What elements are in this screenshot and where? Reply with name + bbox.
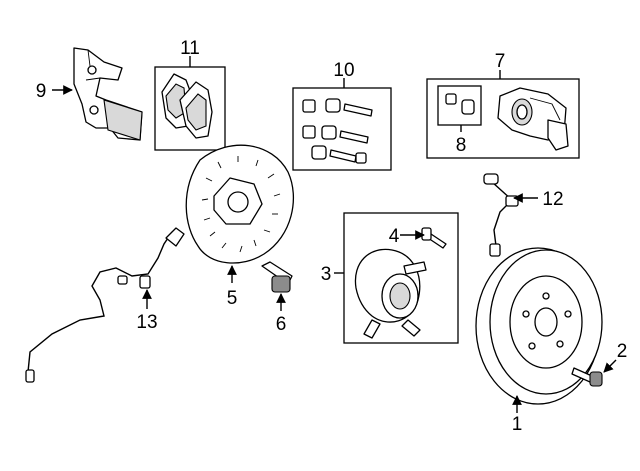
callout-11: 11 bbox=[180, 38, 200, 59]
callout-7: 7 bbox=[495, 51, 506, 72]
hardware-kit-part[interactable] bbox=[292, 87, 392, 171]
callout-4: 4 bbox=[389, 226, 400, 247]
brake-hose-part[interactable] bbox=[483, 173, 519, 257]
caliper-bolt-part[interactable] bbox=[261, 261, 293, 293]
callout-13: 13 bbox=[136, 312, 157, 333]
dust-shield-part[interactable] bbox=[185, 144, 295, 264]
callout-1: 1 bbox=[512, 414, 523, 435]
brake-caliper-part[interactable] bbox=[426, 78, 580, 159]
callout-10: 10 bbox=[333, 60, 354, 81]
callout-8: 8 bbox=[456, 135, 467, 156]
callout-9: 9 bbox=[36, 81, 47, 102]
callout-6: 6 bbox=[276, 314, 287, 335]
brake-rotor-part[interactable] bbox=[475, 247, 603, 405]
caliper-bracket-part[interactable] bbox=[73, 47, 143, 141]
callout-2: 2 bbox=[617, 341, 628, 362]
leader-lines bbox=[52, 56, 617, 413]
callout-3: 3 bbox=[321, 264, 332, 285]
wheel-hub-part[interactable] bbox=[343, 212, 459, 344]
callout-12: 12 bbox=[542, 189, 563, 210]
callout-labels: 1 2 3 4 5 6 7 8 9 10 11 12 13 bbox=[36, 38, 628, 435]
brake-pads-part[interactable] bbox=[154, 66, 226, 151]
rotor-screw-part[interactable] bbox=[571, 367, 603, 387]
callout-5: 5 bbox=[227, 288, 238, 309]
abs-sensor-part[interactable] bbox=[25, 227, 185, 383]
